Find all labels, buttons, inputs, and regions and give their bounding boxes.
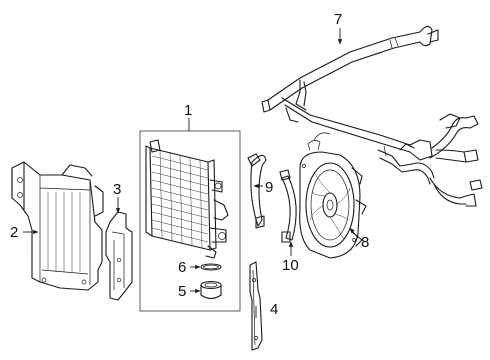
callout-2: 2 — [10, 224, 18, 241]
vertical-bracket — [249, 261, 263, 351]
callout-4: 4 — [270, 301, 278, 318]
cooling-fan — [299, 132, 367, 259]
leader-lines — [23, 28, 359, 318]
callout-5: 5 — [178, 283, 186, 300]
drain-plug — [200, 280, 222, 300]
coolant-hose-assembly — [261, 25, 483, 207]
callout-7: 7 — [334, 11, 342, 28]
callout-3: 3 — [113, 181, 121, 198]
radiator-support-frame — [11, 161, 104, 291]
o-ring — [200, 263, 222, 271]
shroud-seal-upper — [247, 153, 267, 229]
callout-1: 1 — [184, 102, 192, 119]
callout-9: 9 — [265, 179, 273, 196]
callout-8: 8 — [361, 234, 369, 251]
shroud-seal-lower — [279, 169, 297, 243]
radiator-assembly-box — [139, 130, 241, 312]
radiator — [145, 139, 229, 259]
callout-6: 6 — [178, 259, 186, 276]
side-bracket — [105, 211, 133, 301]
callout-10: 10 — [282, 257, 299, 274]
